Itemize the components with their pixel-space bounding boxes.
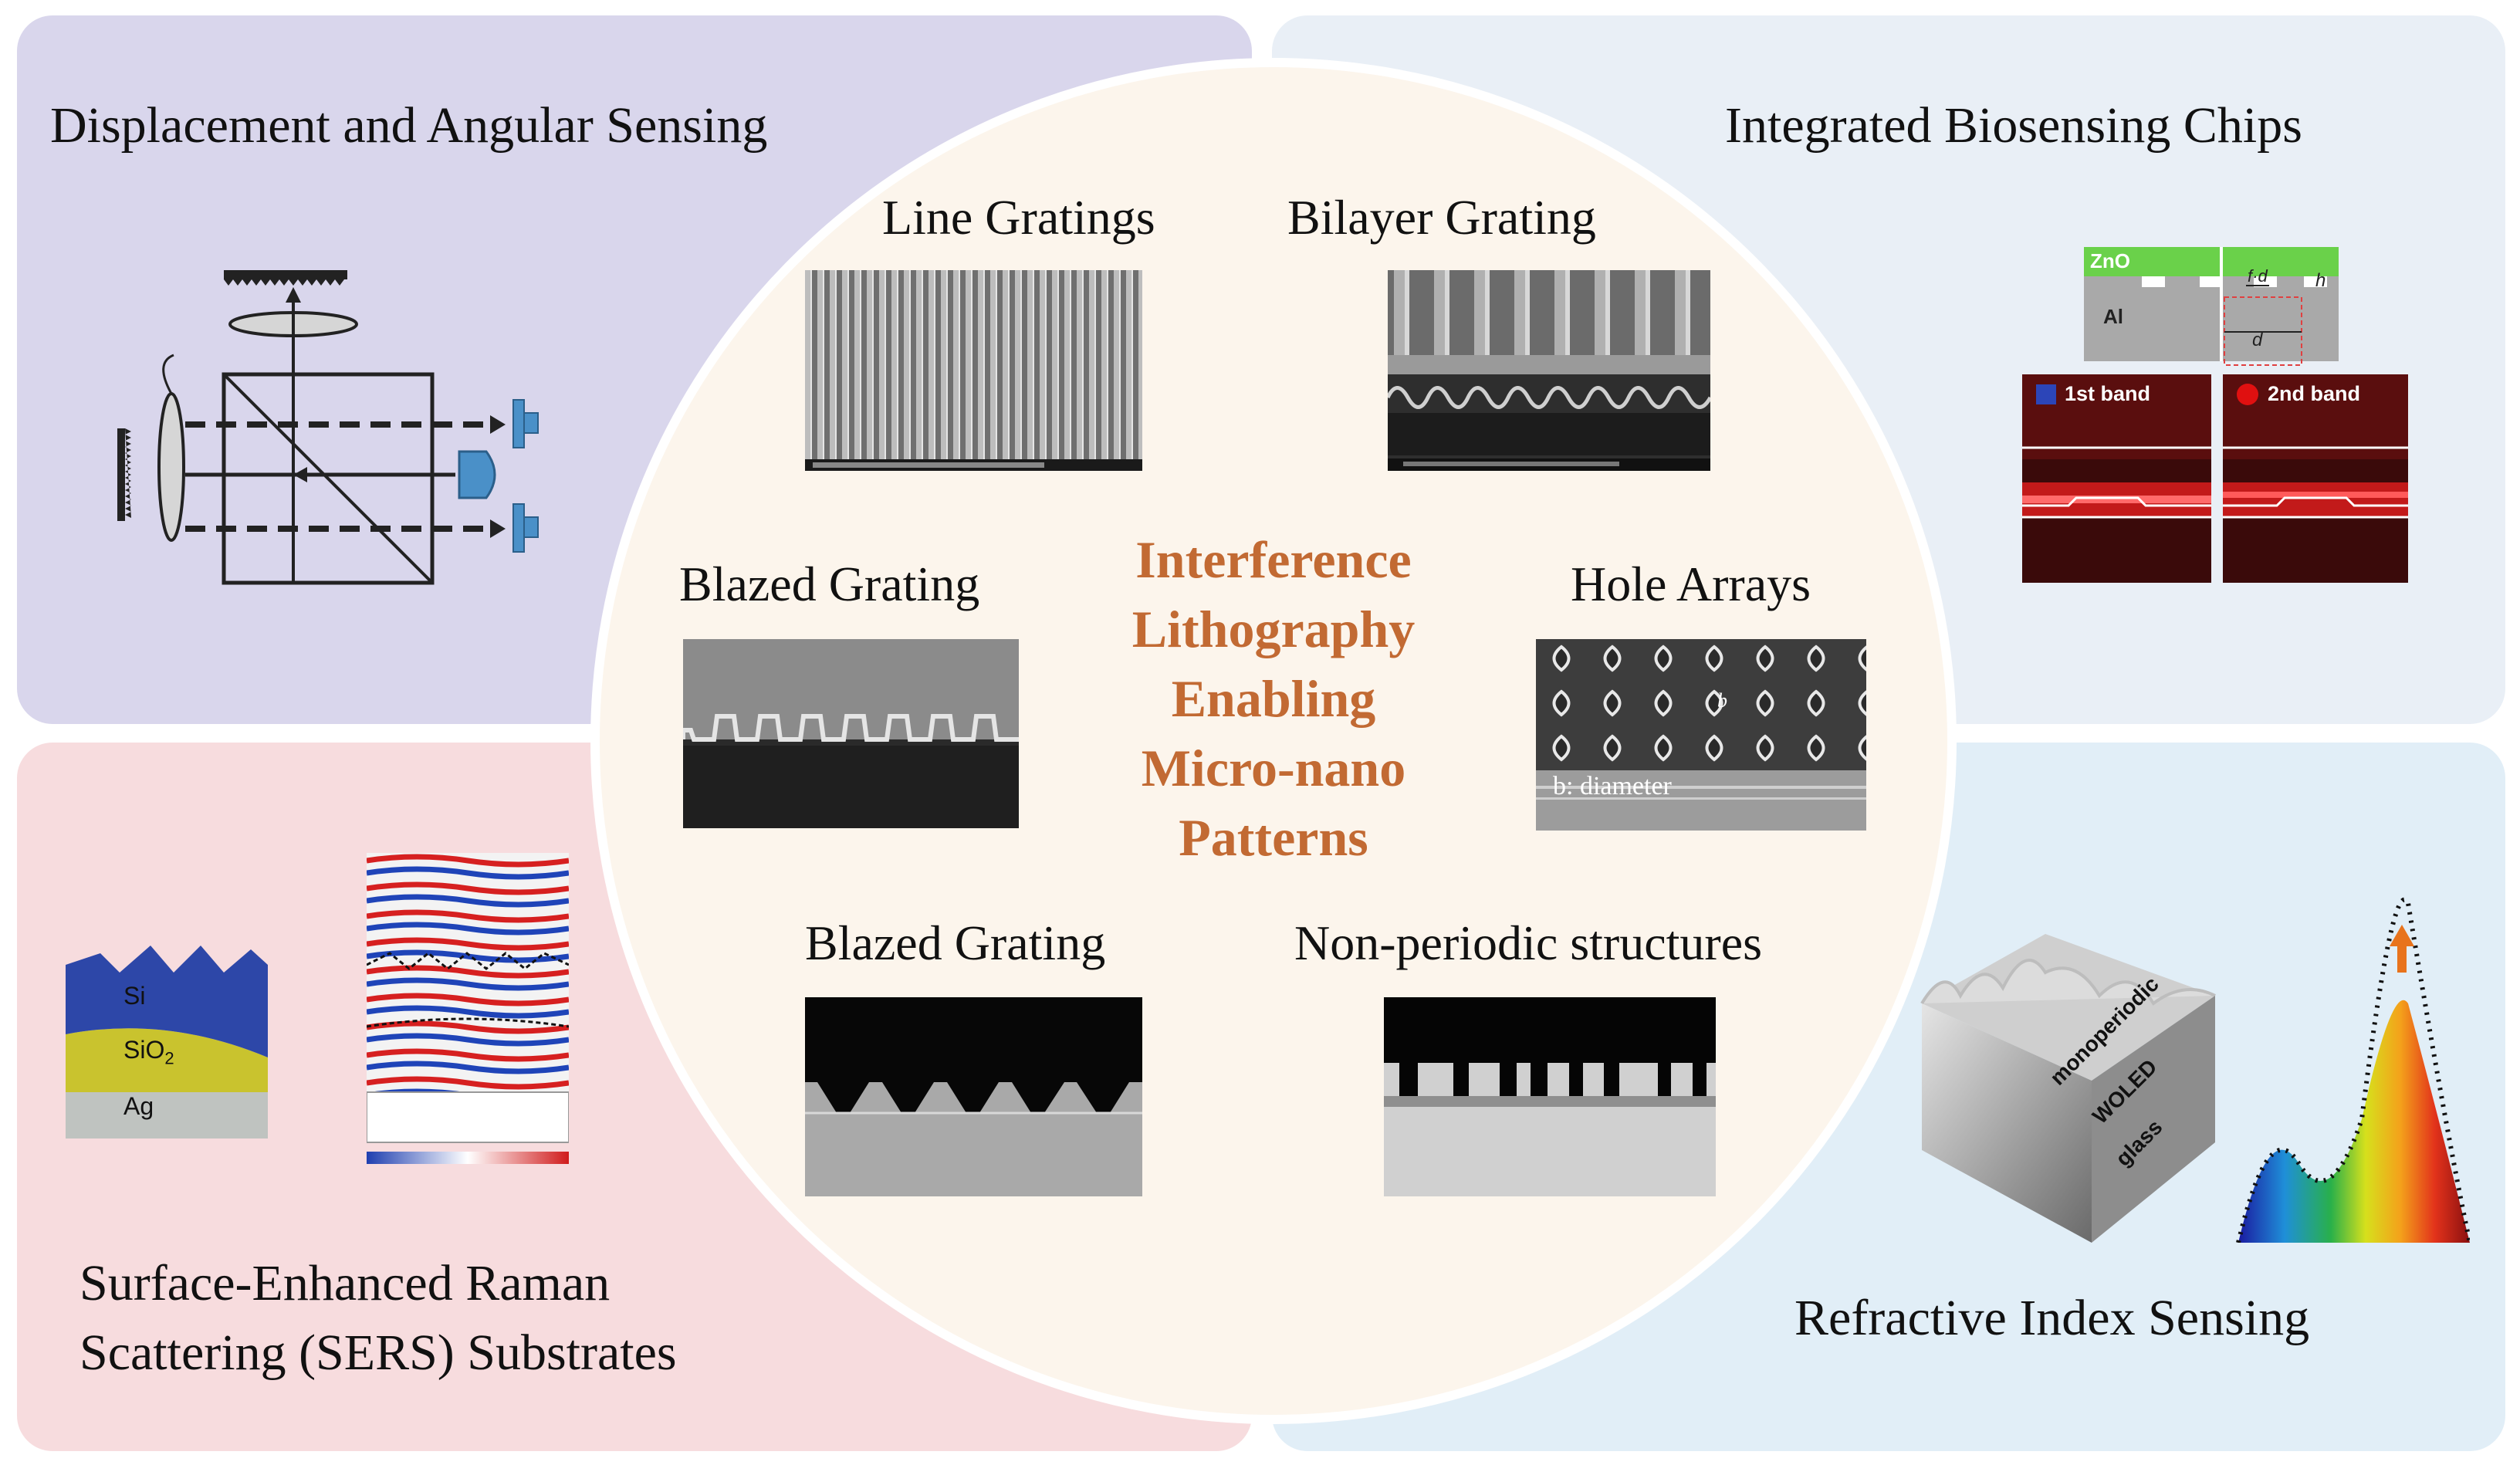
sers-field-simulation — [367, 853, 569, 1166]
blazed-grating-sem-image-2 — [805, 997, 1142, 1196]
label-blazed-grating-1: Blazed Grating — [679, 557, 980, 611]
chip-label-fd: f·d — [2248, 266, 2268, 286]
woled-device-illustration: monoperiodic WOLED glass — [1914, 888, 2470, 1243]
label-hole-arrays: Hole Arrays — [1571, 557, 1811, 611]
chip-label-zno: ZnO — [2090, 249, 2130, 272]
title-displacement: Displacement and Angular Sensing — [50, 97, 768, 154]
hole-arrays-sem-image: b: diameter b — [1536, 639, 1866, 831]
chip-label-d: d — [2252, 330, 2263, 350]
chip-label-al: Al — [2103, 305, 2123, 328]
center-title-line4: Micro-nano — [1141, 739, 1406, 797]
biosensing-chip-diagram: ZnO Al f·d d h 1st band 2nd band — [2022, 243, 2408, 587]
blazed-grating-sem-image-1 — [683, 639, 1019, 828]
title-biosensing: Integrated Biosensing Chips — [1725, 97, 2302, 154]
label-bilayer-grating: Bilayer Grating — [1287, 190, 1596, 245]
sers-label-si: Si — [123, 982, 146, 1010]
label-blazed-grating-2: Blazed Grating — [805, 915, 1106, 970]
chip-label-h: h — [2315, 270, 2326, 291]
sers-layer-stack: Si SiO2 Ag — [66, 942, 278, 1142]
label-line-gratings: Line Gratings — [882, 190, 1155, 245]
band-label-1st: 1st band — [2065, 382, 2151, 405]
center-title-line3: Enabling — [1171, 669, 1376, 728]
hole-diameter-annotation: b: diameter — [1553, 772, 1672, 800]
center-title-line2: Lithography — [1131, 600, 1416, 658]
sers-label-ag: Ag — [123, 1092, 154, 1120]
center-title-line5: Patterns — [1179, 808, 1368, 867]
bilayer-grating-sem-image — [1388, 270, 1710, 471]
title-refractive-index: Refractive Index Sensing — [1794, 1290, 2310, 1346]
label-non-periodic: Non-periodic structures — [1294, 915, 1763, 970]
center-title: Interference Lithography Enabling Micro-… — [1042, 525, 1505, 872]
interferometer-diagram — [108, 262, 556, 594]
center-title-line1: Interference — [1135, 530, 1412, 589]
title-sers-line1: Surface-Enhanced Raman — [79, 1255, 611, 1311]
band-label-2nd: 2nd band — [2268, 382, 2360, 405]
line-gratings-sem-image — [805, 270, 1142, 471]
title-sers-line2: Scattering (SERS) Substrates — [79, 1325, 677, 1381]
hole-diameter-symbol: b — [1717, 689, 1727, 712]
non-periodic-sem-image — [1384, 997, 1716, 1196]
sers-label-sio2: SiO2 — [123, 1036, 174, 1068]
